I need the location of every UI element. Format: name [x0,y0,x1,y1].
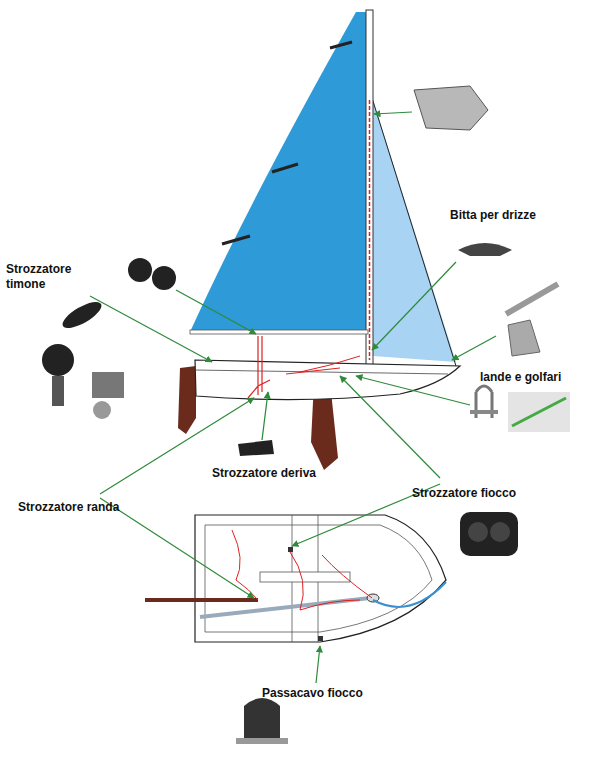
part-label: Strozzatore randa [18,500,158,515]
deck-line [195,370,448,374]
hull-top-inner [205,525,432,632]
batten [222,236,250,244]
batten [272,164,298,172]
part-label: Strozzatore deriva [212,466,352,481]
part-label: Strozzatore timone [6,262,90,292]
part-label: lande e golfari [480,370,590,385]
mast [366,10,373,372]
part-label: Bitta per drizze [450,208,580,223]
jib-top [373,582,446,607]
fairlead [288,547,293,552]
halyard [369,100,371,360]
part-label: Strozzatore fiocco [412,486,562,501]
tiller [145,598,258,602]
boom [190,330,368,334]
centreboard-case [260,572,350,582]
mainsail [190,12,367,334]
fitting-photos [42,86,570,744]
rudder [178,366,196,434]
mainsheet [248,336,270,398]
fairlead [318,636,323,641]
forestay [372,98,456,366]
leader-lines [90,112,496,683]
part-label: Passacavo fiocco [262,686,402,701]
batten [330,42,352,48]
jibsheet [286,356,360,374]
